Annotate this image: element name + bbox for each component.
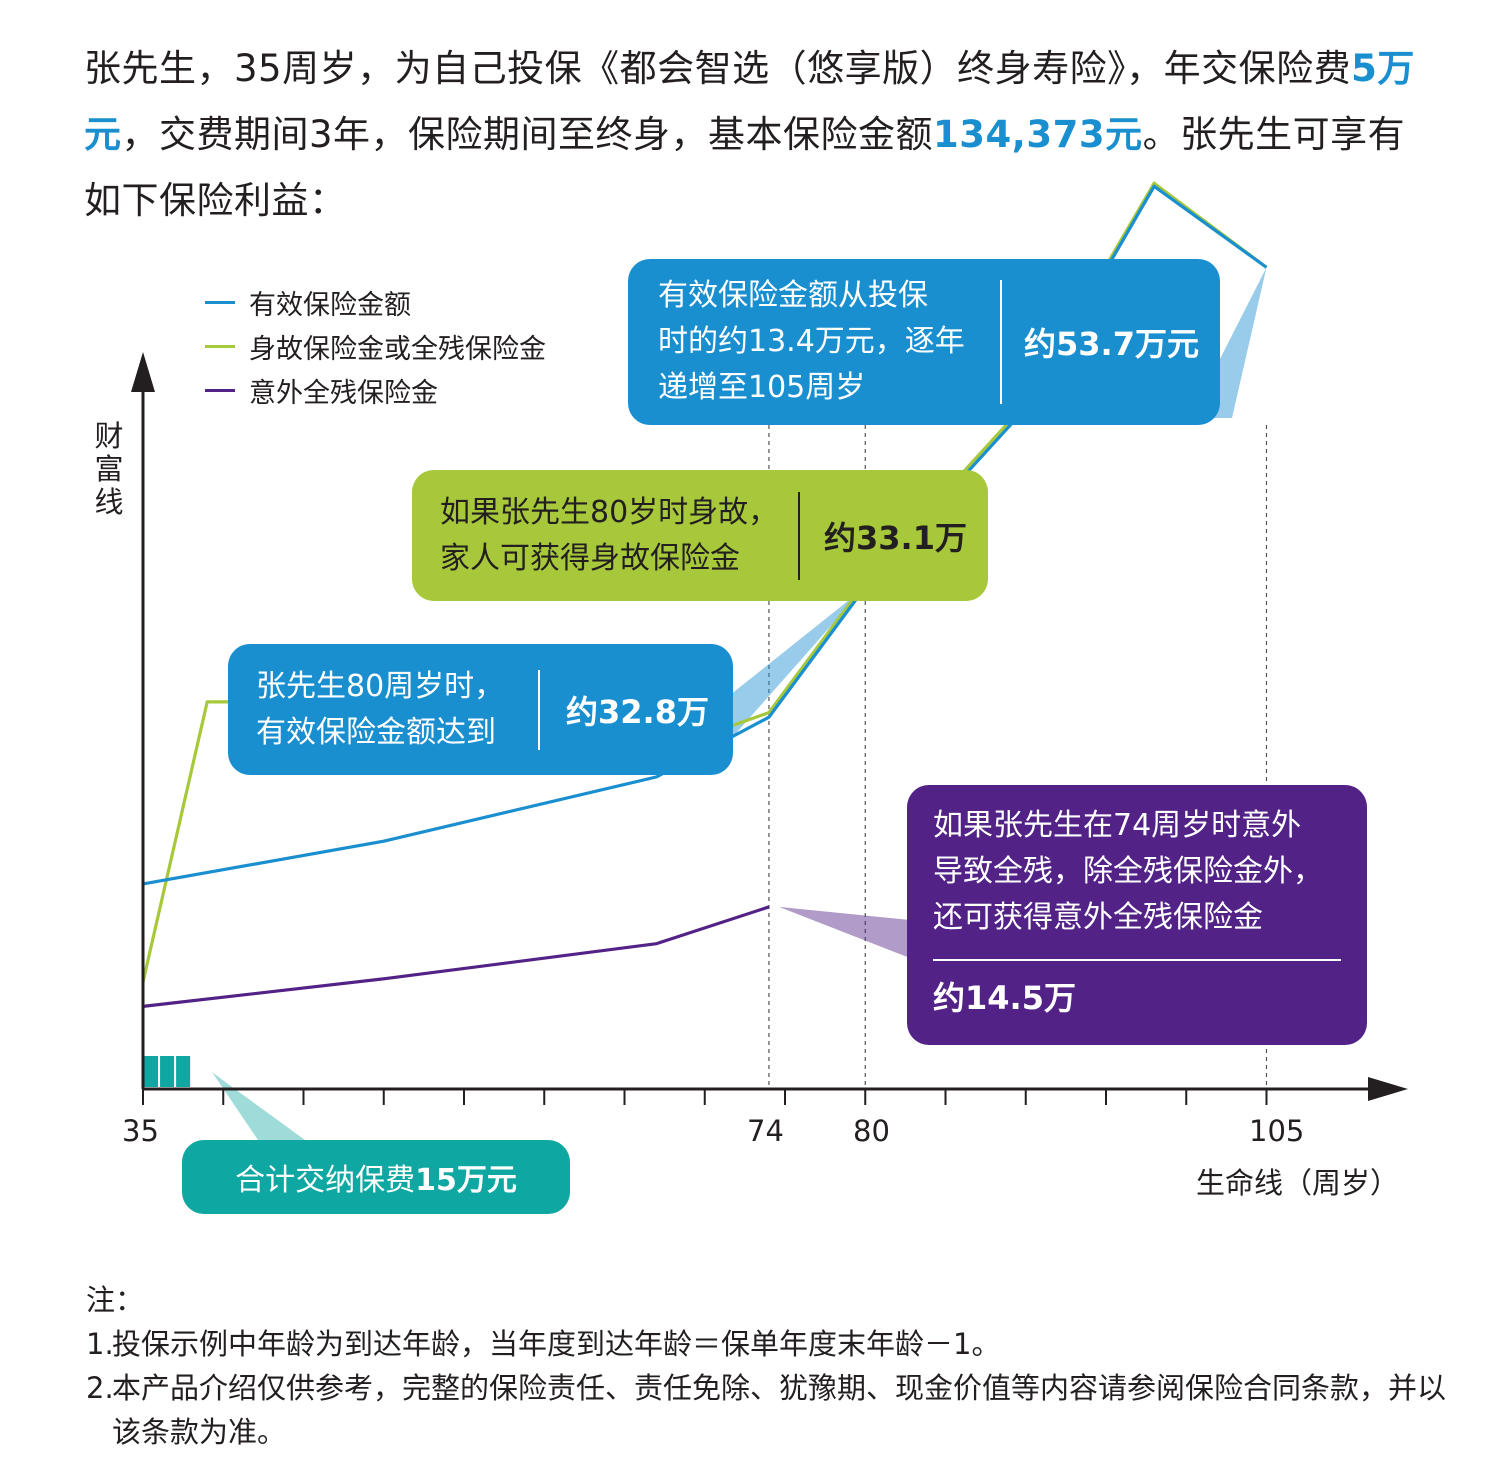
callout-accident-benefit: 如果张先生在74周岁时意外 导致全残，除全残保险金外， 还可获得意外全残保险金 …: [907, 785, 1367, 1045]
callout-final-sum-line: 有效保险金额从投保: [658, 278, 928, 313]
x-tick-label-35: 35: [122, 1114, 159, 1148]
premium-year-block: [160, 1056, 175, 1087]
legend-swatch-effective: [205, 300, 235, 304]
note-item: 1. 投保示例中年龄为到达年龄，当年度到达年龄＝保单年度末年龄－1。: [86, 1322, 1446, 1366]
x-axis-arrow: [1368, 1077, 1408, 1101]
intro-text-1: 张先生，35周岁，为自己投保《都会智选（悠享版）终身寿险》，年交保险费: [84, 47, 1352, 90]
premium-blocks: [144, 1056, 191, 1087]
callout-divider: [798, 491, 800, 580]
axes: [131, 352, 1408, 1101]
pointer-accident-benefit: [778, 906, 910, 958]
callout-death-benefit-text: 如果张先生80岁时身故， 家人可获得身故保险金: [440, 490, 786, 582]
x-axis-label: 生命线（周岁）: [1196, 1166, 1400, 1200]
pointer-total-premium: [212, 1072, 305, 1140]
callout-final-sum-value: 约53.7万元: [1024, 325, 1199, 363]
premium-highlight: 5万元: [84, 47, 1415, 156]
callout-death-benefit-value: 约33.1万: [824, 518, 967, 557]
x-tick-label-105: 105: [1249, 1114, 1305, 1148]
note-text: 投保示例中年龄为到达年龄，当年度到达年龄＝保单年度末年龄－1。: [112, 1327, 1001, 1361]
legend-item-death: 身故保险金或全残保险金: [205, 324, 546, 368]
callout-effective-80: 张先生80周岁时， 有效保险金额达到 约32.8万: [228, 644, 733, 775]
y-axis-label: 财富线: [94, 419, 124, 519]
callout-accident-benefit-value: 约14.5万: [933, 979, 1076, 1017]
legend-item-effective: 有效保险金额: [205, 280, 546, 324]
callout-effective-80-value: 约32.8万: [566, 692, 709, 731]
callout-death-benefit-line: 如果张先生80岁时身故，: [440, 494, 779, 530]
x-tick-label-74: 74: [747, 1114, 784, 1148]
notes-heading: 注：: [86, 1283, 145, 1317]
callout-divider: [933, 959, 1341, 961]
callout-effective-80-text: 张先生80周岁时， 有效保险金额达到: [256, 664, 528, 756]
legend-label-death: 身故保险金或全残保险金: [249, 333, 546, 365]
callout-total-premium-text: 合计交纳保费: [235, 1163, 416, 1198]
callout-divider: [538, 669, 540, 750]
callout-final-sum-text: 有效保险金额从投保 时的约13.4万元，逐年 递增至105周岁: [658, 273, 994, 411]
legend-item-accident: 意外全残保险金: [205, 368, 546, 412]
callout-accident-benefit-line: 导致全残，除全残保险金外，: [933, 854, 1323, 889]
callout-final-sum-line: 时的约13.4万元，逐年: [658, 324, 965, 359]
callout-accident-benefit-text: 如果张先生在74周岁时意外 导致全残，除全残保险金外， 还可获得意外全残保险金: [933, 803, 1341, 941]
callout-death-benefit-line: 家人可获得身故保险金: [440, 540, 740, 576]
note-item: 2. 本产品介绍仅供参考，完整的保险责任、责任免除、犹豫期、现金价值等内容请参阅…: [86, 1366, 1446, 1454]
legend-label-effective: 有效保险金额: [249, 289, 411, 321]
callout-divider: [1000, 280, 1002, 404]
intro-paragraph: 张先生，35周岁，为自己投保《都会智选（悠享版）终身寿险》，年交保险费5万元，交…: [84, 36, 1424, 234]
series-line-accident: [142, 905, 770, 1008]
callout-total-premium-value: 15万元: [415, 1163, 517, 1198]
sum-insured-highlight: 134,373元: [933, 113, 1143, 156]
pointer-effective-80: [730, 587, 866, 740]
callout-final-sum: 有效保险金额从投保 时的约13.4万元，逐年 递增至105周岁 约53.7万元: [628, 259, 1220, 425]
callout-effective-80-line: 有效保险金额达到: [256, 714, 496, 750]
note-number: 1.: [86, 1327, 114, 1361]
callout-effective-80-line: 张先生80周岁时，: [256, 668, 505, 704]
intro-text-2: ，交费期间3年，保险期间至终身，基本保险金额: [121, 113, 934, 156]
callout-final-sum-line: 递增至105周岁: [658, 370, 866, 405]
premium-year-block: [176, 1056, 191, 1087]
premium-year-block: [144, 1056, 159, 1087]
chart-legend: 有效保险金额 身故保险金或全残保险金 意外全残保险金: [205, 280, 546, 412]
y-axis-arrow: [131, 352, 155, 392]
x-tick-label-80: 80: [853, 1114, 890, 1148]
notes-section: 注： 1. 投保示例中年龄为到达年龄，当年度到达年龄＝保单年度末年龄－1。 2.…: [86, 1278, 1446, 1454]
legend-swatch-accident: [205, 388, 235, 392]
note-number: 2.: [86, 1371, 114, 1405]
legend-swatch-death: [205, 344, 235, 348]
callout-accident-benefit-line: 还可获得意外全残保险金: [933, 900, 1263, 935]
legend-label-accident: 意外全残保险金: [249, 377, 438, 409]
intro-text-3: 。张先生可享有如下保险利益：: [84, 113, 1406, 222]
note-text: 本产品介绍仅供参考，完整的保险责任、责任免除、犹豫期、现金价值等内容请参阅保险合…: [112, 1371, 1447, 1449]
callout-death-benefit: 如果张先生80岁时身故， 家人可获得身故保险金 约33.1万: [412, 470, 988, 601]
callout-accident-benefit-line: 如果张先生在74周岁时意外: [933, 808, 1302, 843]
x-ticks: [142, 1089, 1268, 1105]
